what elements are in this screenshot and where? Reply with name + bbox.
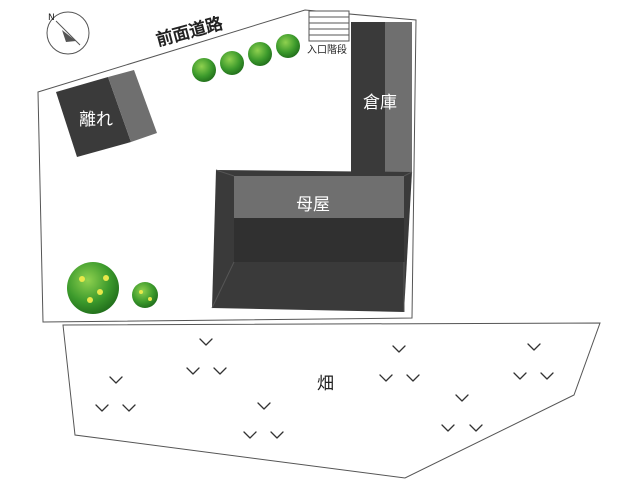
crop-mark bbox=[527, 343, 541, 351]
crop-mark bbox=[243, 431, 257, 439]
crop-mark bbox=[406, 374, 420, 382]
crop-mark bbox=[441, 424, 455, 432]
tree-icon bbox=[192, 34, 300, 82]
entrance-steps bbox=[308, 10, 350, 42]
crop-mark bbox=[186, 367, 200, 375]
crop-mark bbox=[122, 404, 136, 412]
crop-mark bbox=[540, 372, 554, 380]
crop-mark-icon bbox=[95, 338, 554, 439]
compass-north-label: N bbox=[48, 13, 55, 23]
crop-mark bbox=[270, 431, 284, 439]
crop-mark bbox=[95, 404, 109, 412]
crop-mark bbox=[455, 394, 469, 402]
crop-mark bbox=[109, 376, 123, 384]
crop-mark bbox=[392, 345, 406, 353]
warehouse-label: 倉庫 bbox=[363, 93, 397, 113]
main-house-label: 母屋 bbox=[296, 195, 330, 215]
crop-mark bbox=[469, 424, 483, 432]
tree-icon bbox=[67, 262, 158, 314]
field-label: 畑 bbox=[317, 374, 334, 394]
field-boundary bbox=[62, 322, 601, 479]
main-house-building bbox=[211, 169, 413, 312]
entrance-steps-label: 入口階段 bbox=[307, 43, 347, 56]
crop-mark bbox=[213, 367, 227, 375]
compass-icon: N bbox=[46, 11, 90, 55]
crop-mark bbox=[379, 374, 393, 382]
crop-mark bbox=[257, 402, 271, 410]
warehouse-building bbox=[351, 22, 412, 172]
annex-building bbox=[56, 70, 157, 157]
annex-label: 離れ bbox=[79, 110, 113, 130]
crop-mark bbox=[199, 338, 213, 346]
crop-mark bbox=[513, 372, 527, 380]
